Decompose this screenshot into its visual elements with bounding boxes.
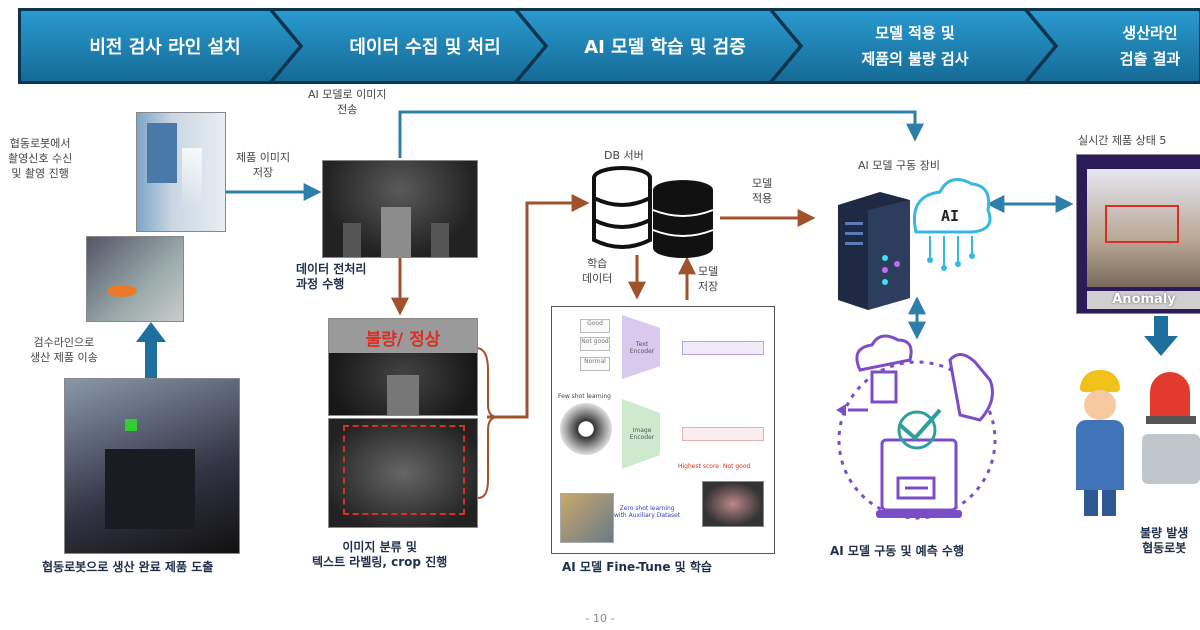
few-shot-label: Few shot learning: [558, 393, 611, 400]
step-label-5b: 검출 결과: [1120, 50, 1181, 68]
ai-device-label: AI 모델 구동 장비: [858, 159, 940, 172]
step-chevron-5: [1024, 9, 1200, 83]
captured-product-image: [322, 160, 478, 258]
defect-normal-label: 불량/ 정상: [365, 330, 441, 350]
image-features: [682, 427, 764, 441]
arrow-to-db: [487, 194, 590, 419]
thick-up-arrow: [136, 322, 166, 380]
anomaly-label: Anomaly: [1112, 292, 1176, 307]
image-encoder-label: Image Encoder: [629, 427, 655, 441]
prompt-normal: Normal: [580, 357, 610, 371]
predict-label: AI 모델 구동 및 예측 수행: [830, 544, 965, 558]
step-chevron-3: [514, 9, 802, 83]
finetune-label: AI 모델 Fine-Tune 및 학습: [562, 560, 712, 574]
text-features: [682, 341, 764, 355]
step-label-1: 비전 검사 라인 설치: [89, 37, 240, 58]
highest-score-label: Highest score: Not good: [678, 463, 751, 470]
worker-illustration: [1066, 370, 1200, 520]
step-label-4b: 제품의 불량 검사: [861, 50, 968, 68]
finetune-panel: Good Not good Normal Text Encoder Few sh…: [551, 306, 775, 554]
cropped-image: [328, 418, 478, 528]
labeled-image: 불량/ 정상: [328, 318, 478, 416]
robot-output-label: 협동로봇으로 생산 완료 제품 도출: [42, 560, 214, 574]
brown-arrows: [391, 194, 816, 419]
camera-rig-image: [136, 112, 226, 232]
aux-dataset-image: [560, 493, 614, 543]
robot-arm-image: [86, 236, 184, 322]
step-label-3: AI 모델 학습 및 검증: [584, 36, 746, 58]
gear-part-image: [560, 403, 612, 455]
ai-text: AI: [941, 207, 959, 225]
step-label-2: 데이터 수집 및 처리: [349, 37, 500, 58]
step-chevron-2: [269, 9, 547, 83]
realtime-label: 실시간 제품 상태 5: [1078, 134, 1167, 147]
step-banner: 비전 검사 라인 설치 데이터 수집 및 처리 AI 모델 학습 및 검증 모델…: [18, 8, 1200, 84]
result-image: [702, 481, 764, 527]
database-icon: [592, 166, 714, 258]
blue-arrows: [226, 110, 1074, 340]
server-icon: [838, 192, 910, 310]
page-number: - 10 -: [585, 612, 615, 625]
db-server-label: DB 서버: [604, 149, 644, 162]
prediction-illustration: [836, 334, 997, 520]
step-chevron-1: [19, 9, 302, 83]
prompt-notgood: Not good: [580, 337, 610, 351]
thick-down-arrow: [1144, 316, 1178, 356]
prompt-good: Good: [580, 319, 610, 333]
siren-icon: [1150, 372, 1190, 416]
factory-line-image: [64, 378, 240, 554]
step-label-4a: 모델 적용 및: [875, 24, 955, 42]
monitor-screen: Anomaly: [1076, 154, 1200, 314]
ai-cloud-icon: AI: [913, 178, 992, 271]
step-chevron-4: [769, 9, 1057, 83]
step-label-5a: 생산라인: [1122, 24, 1177, 42]
text-encoder-label: Text Encoder: [629, 341, 655, 355]
brace: [477, 347, 499, 499]
arrow-image-to-ai: [398, 110, 924, 158]
